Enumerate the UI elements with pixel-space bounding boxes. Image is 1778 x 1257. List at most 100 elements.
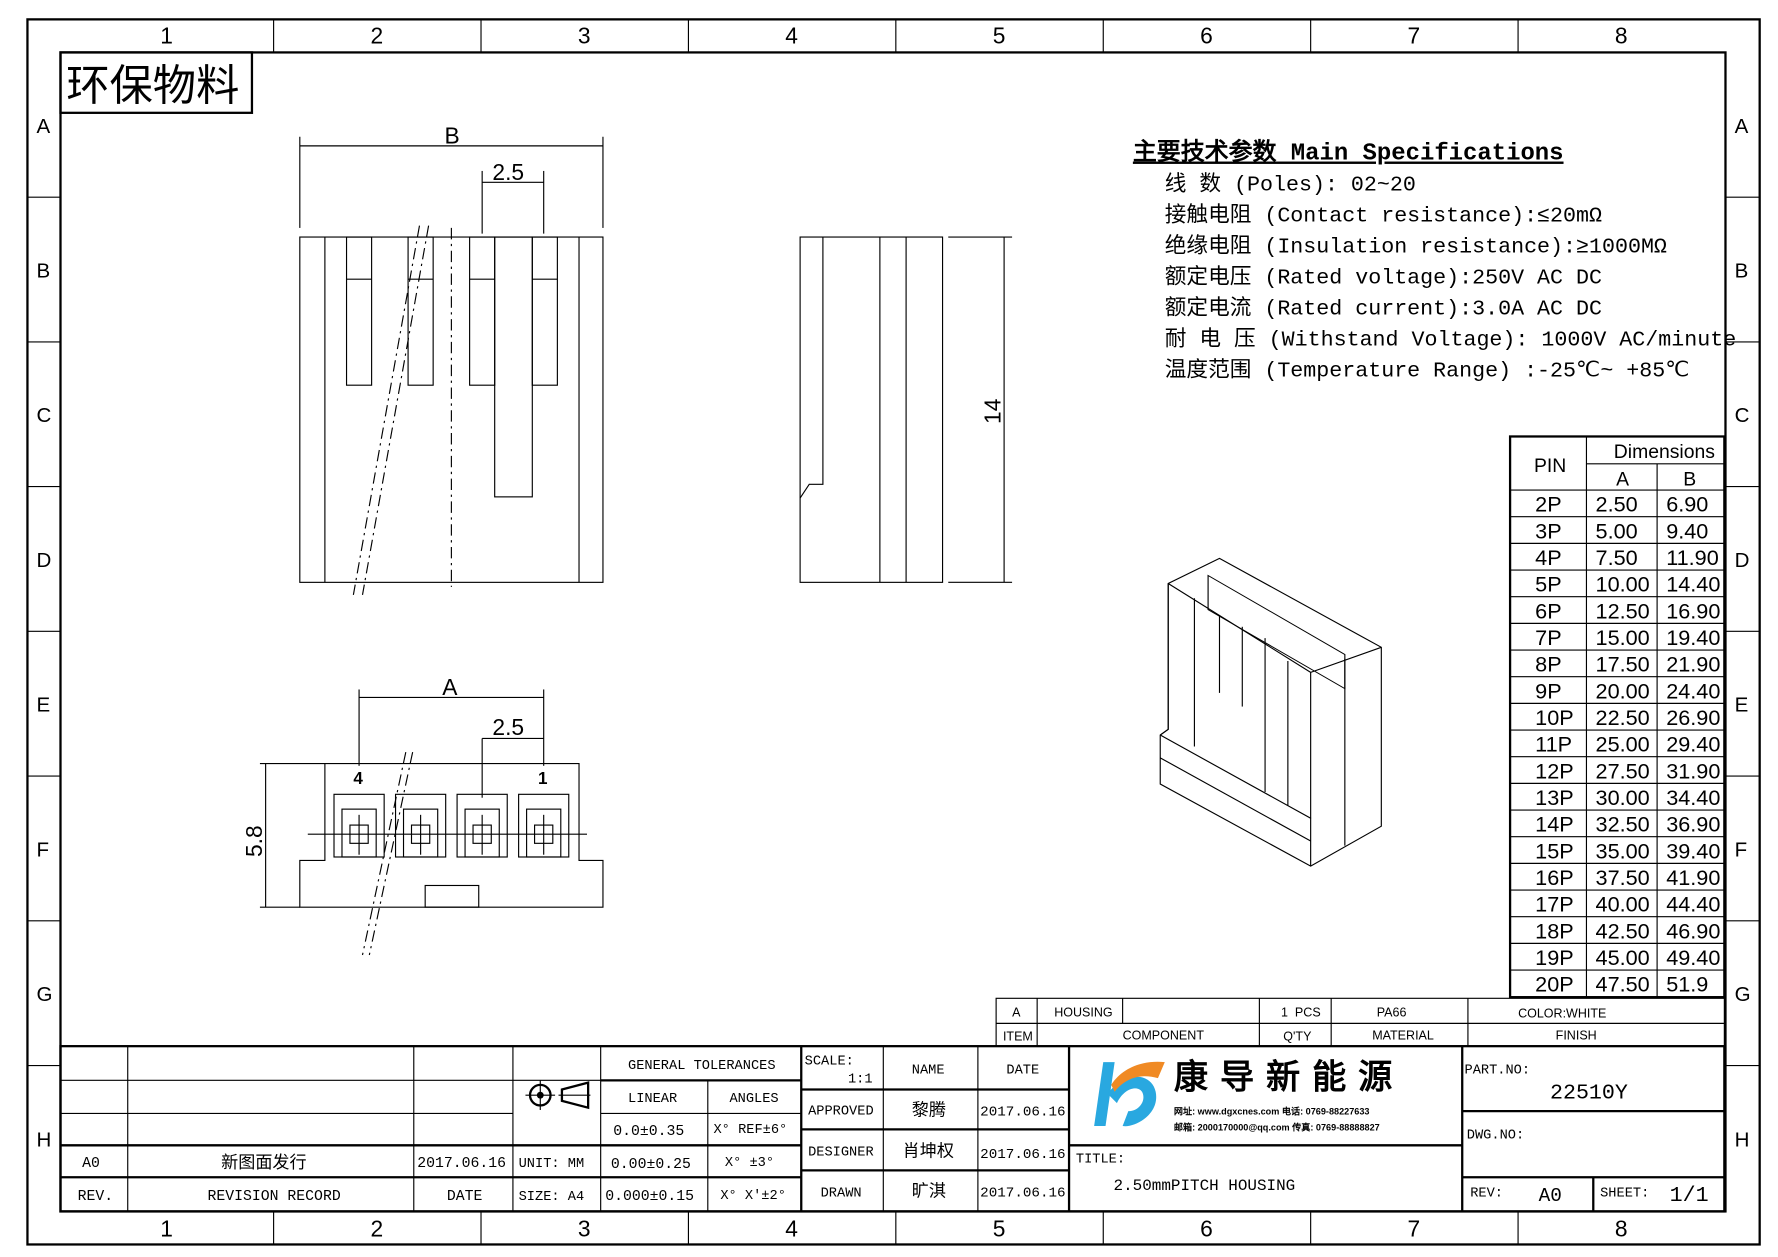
pin-cavity-inner — [464, 808, 500, 858]
unit: UNIT: MM — [519, 1157, 585, 1172]
table-cell-a: 35.00 — [1596, 838, 1650, 863]
table-cell-pin: 18P — [1535, 918, 1574, 943]
spec-line: 线 数 (Poles): 02~20 — [1165, 171, 1416, 197]
part-no-label: PART.NO: — [1465, 1064, 1531, 1079]
zone-column-label: 6 — [1200, 22, 1213, 48]
bom-qty: 1 PCS — [1281, 1006, 1321, 1020]
table-cell-pin: 11P — [1535, 732, 1572, 757]
zone-column-label: 3 — [578, 1215, 591, 1241]
bottom-view: A 2.5 5.8 4 1 — [241, 674, 604, 956]
table-cell-pin: 5P — [1535, 572, 1561, 597]
table-cell-pin: 13P — [1535, 785, 1574, 810]
spec-line: 额定电压 (Rated voltage):250V AC DC — [1165, 264, 1602, 290]
table-cell-b: 36.90 — [1666, 812, 1720, 837]
approved-date: 2017.06.16 — [980, 1105, 1065, 1121]
specifications: 主要技术参数 Main Specifications 线 数 (Poles): … — [1133, 138, 1736, 384]
zone-column-label: 4 — [785, 1215, 798, 1241]
table-cell-pin: 15P — [1535, 838, 1574, 863]
table-cell-pin: 7P — [1535, 625, 1561, 650]
tol-linear-1: 0.0±0.35 — [613, 1124, 684, 1140]
table-cell-a: 25.00 — [1596, 732, 1650, 757]
zone-column-label: 1 — [160, 1215, 173, 1241]
zone-row-label: C — [37, 404, 52, 427]
bom-h-component: COMPONENT — [1123, 1028, 1205, 1042]
specs-title: 主要技术参数 Main Specifications — [1133, 138, 1564, 168]
table-cell-a: 5.00 — [1596, 518, 1638, 543]
bom-material: PA66 — [1377, 1006, 1407, 1020]
pin-label-last: 1 — [538, 769, 548, 788]
table-cell-b: 51.9 — [1666, 972, 1708, 997]
table-cell-a: 2.50 — [1596, 492, 1638, 517]
bom-h-material: MATERIAL — [1372, 1028, 1434, 1042]
col-a-header: A — [1616, 468, 1629, 490]
bom-block: A HOUSING 1 PCS PA66 COLOR:WHITE ITEM CO… — [995, 997, 1725, 1047]
zone-column-label: 2 — [370, 22, 383, 48]
side-view: 14 — [799, 236, 1013, 583]
table-cell-b: 14.40 — [1666, 572, 1720, 597]
projection-symbol-icon — [525, 1080, 591, 1110]
zone-column-label: 1 — [160, 22, 173, 48]
sheet-value: 1/1 — [1670, 1183, 1709, 1208]
zone-column-label: 4 — [785, 22, 798, 48]
bom-h-item: ITEM — [1003, 1029, 1033, 1043]
general-tolerances: GENERAL TOLERANCES — [628, 1059, 776, 1074]
eco-stamp: 环保物料 — [66, 61, 239, 111]
pin-cavity-inner — [341, 808, 377, 858]
company-contact-1: 网址: www.dgxcnes.com 电话: 0769-88227633 — [1174, 1106, 1370, 1117]
zone-row-label: E — [1735, 694, 1749, 717]
revision-record-header: REVISION RECORD — [208, 1189, 341, 1205]
rev-value: A0 — [82, 1156, 100, 1172]
pin-label-first: 4 — [353, 769, 363, 788]
pin-cavity-inner — [402, 808, 439, 858]
title-block: A0 新图面发行 2017.06.16 REV. REVISION RECORD… — [59, 1045, 1726, 1213]
tol-linear-2: 0.00±0.25 — [611, 1157, 691, 1173]
zone-row-label: D — [37, 549, 52, 572]
bom-finish: COLOR:WHITE — [1518, 1007, 1606, 1021]
table-cell-a: 27.50 — [1596, 758, 1650, 783]
tol-angle-2: X° ±3° — [725, 1156, 774, 1171]
table-cell-a: 17.50 — [1596, 652, 1650, 677]
dim-b-label: B — [445, 123, 460, 149]
sheet-label: SHEET: — [1600, 1187, 1649, 1202]
table-cell-b: 24.40 — [1666, 678, 1720, 703]
part-no: 22510Y — [1550, 1081, 1628, 1106]
zone-row-label: A — [1735, 115, 1749, 138]
dwg-no-label: DWG.NO: — [1467, 1128, 1524, 1143]
table-cell-b: 31.90 — [1666, 758, 1720, 783]
tol-angle-3: X° X'±2° — [720, 1189, 786, 1204]
zone-column-label: 5 — [993, 22, 1006, 48]
table-cell-pin: 10P — [1535, 705, 1574, 730]
name-header: NAME — [912, 1064, 945, 1079]
zone-row-label: B — [37, 259, 51, 282]
table-cell-pin: 14P — [1535, 812, 1574, 837]
table-cell-b: 49.40 — [1666, 945, 1720, 970]
table-cell-a: 20.00 — [1596, 678, 1650, 703]
title-rev: A0 — [1539, 1185, 1562, 1207]
table-cell-a: 45.00 — [1596, 945, 1650, 970]
bom-component: HOUSING — [1054, 1006, 1112, 1020]
tol-angle-1: X° REF±6° — [713, 1123, 787, 1138]
table-cell-a: 22.50 — [1596, 705, 1650, 730]
drawn-name: 旷淇 — [912, 1182, 946, 1202]
table-cell-a: 10.00 — [1596, 572, 1650, 597]
spec-line: 耐 电 压 (Withstand Voltage): 1000V AC/minu… — [1165, 326, 1736, 352]
company-contact-2: 邮箱: 2000170000@qq.com 传真: 0769-88888827 — [1174, 1122, 1380, 1133]
dim-a-label: A — [442, 674, 458, 700]
tol-linear-3: 0.000±0.15 — [605, 1189, 694, 1205]
table-cell-b: 34.40 — [1666, 785, 1720, 810]
scale-value: 1:1 — [848, 1073, 873, 1088]
company-logo — [1094, 1061, 1165, 1127]
table-cell-b: 19.40 — [1666, 625, 1720, 650]
table-cell-pin: 17P — [1535, 892, 1574, 917]
table-cell-a: 15.00 — [1596, 625, 1650, 650]
eco-stamp-box — [59, 51, 254, 114]
table-cell-a: 30.00 — [1596, 785, 1650, 810]
table-cell-pin: 8P — [1535, 652, 1561, 677]
zone-row-label: G — [1735, 983, 1751, 1006]
dimensions-header: Dimensions — [1614, 441, 1715, 463]
zone-column-label: 3 — [578, 22, 591, 48]
zone-row-label: G — [37, 983, 53, 1006]
zone-column-label: 7 — [1408, 1215, 1421, 1241]
